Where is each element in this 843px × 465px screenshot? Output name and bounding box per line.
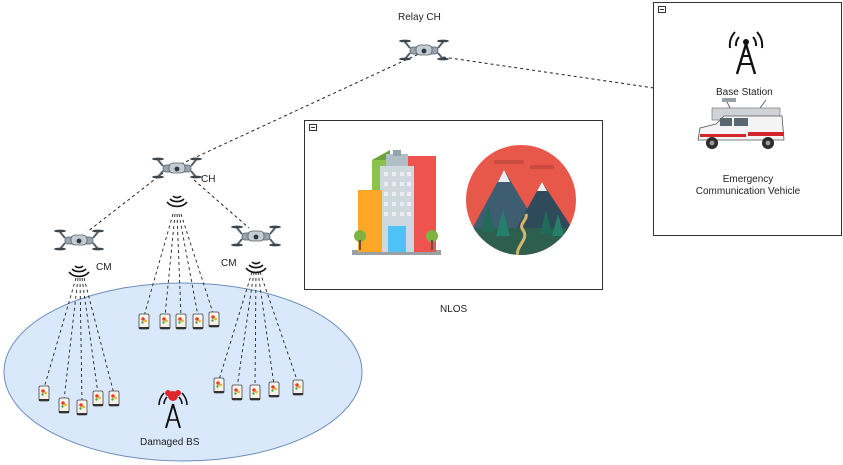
building-windows (384, 172, 411, 216)
emergency-vehicle-icon (697, 98, 785, 149)
emergency-vehicle-label-line1: Emergency (722, 174, 774, 185)
nlos-label: NLOS (440, 304, 468, 315)
damaged-tower-icon (158, 390, 188, 429)
disaster-area (3, 282, 363, 462)
backbone-links (86, 51, 655, 233)
relay-ch-label: Relay CH (398, 12, 441, 23)
cm-left-label: CM (96, 262, 112, 273)
base-station-label: Base Station (716, 87, 773, 98)
city-buildings-icon (352, 150, 441, 255)
collapse-icon[interactable] (658, 6, 666, 13)
cm-left-links (43, 277, 115, 404)
emergency-vehicle-label-line2: Communication Vehicle (695, 186, 801, 197)
cm-right-links (218, 271, 299, 389)
ch-links (143, 213, 215, 317)
damaged-bs-label: Damaged BS (140, 437, 200, 448)
base-station-tower-icon (728, 31, 764, 75)
ch-label: CH (201, 174, 216, 185)
mountain-forest-icon (466, 145, 576, 255)
cm-right-label: CM (221, 258, 237, 269)
emergency-vehicle-label: Emergency Communication Vehicle (680, 174, 816, 198)
collapse-icon[interactable] (309, 124, 317, 131)
